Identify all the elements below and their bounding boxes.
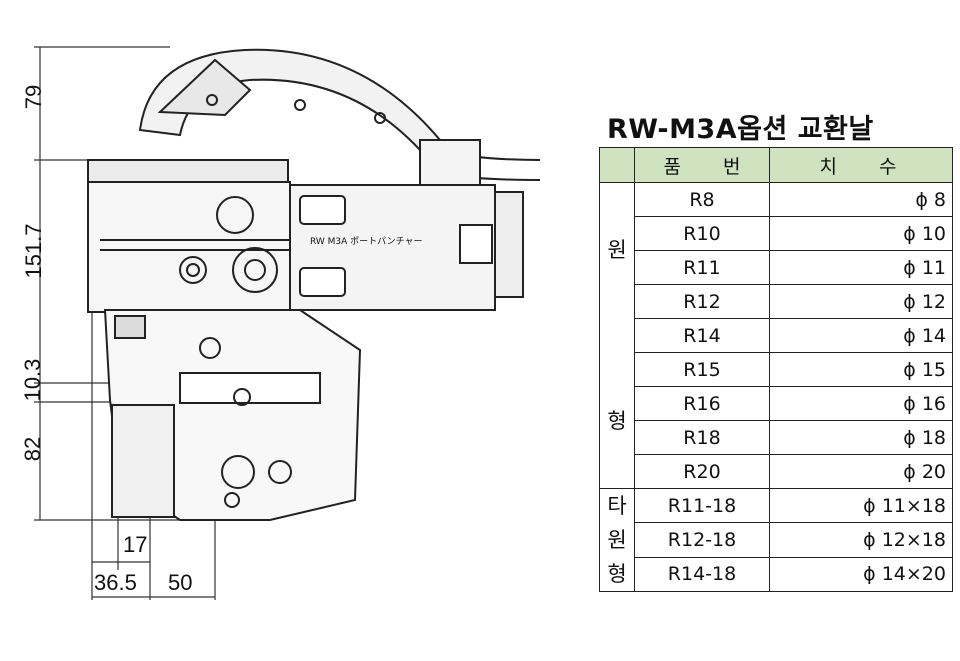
size-cell: ϕ 8: [769, 182, 953, 217]
table-title: RW-M3A옵션 교환날: [607, 114, 874, 145]
part-number-cell: R18: [634, 420, 770, 455]
size-cell: ϕ 11: [769, 250, 953, 285]
dim-36-5: 36.5: [94, 570, 137, 595]
dim-82: 82: [20, 436, 45, 462]
header-part-no: 품 번: [634, 147, 770, 183]
group-label-char: 타: [607, 494, 627, 518]
part-number-cell: R12-18: [634, 522, 770, 558]
table-header-row: 품 번 치 수: [599, 147, 953, 183]
header-size: 치 수: [769, 147, 953, 183]
part-number-cell: R11-18: [634, 487, 770, 524]
dim-79: 79: [21, 84, 46, 110]
part-number-cell: R10: [634, 216, 770, 251]
group-label-char: 형: [607, 408, 627, 433]
size-cell: ϕ 12: [769, 284, 953, 319]
tool-drawing: RW M3A ポートパンチャー 79 151.7 10.3 82 17 36.5…: [20, 46, 541, 600]
size-cell: ϕ 16: [769, 386, 953, 421]
size-cell: ϕ 12×18: [769, 522, 953, 558]
part-number-cell: R16: [634, 386, 770, 421]
dim-17: 17: [123, 532, 148, 557]
dim-10-3: 10.3: [20, 358, 45, 402]
part-number-cell: R8: [634, 182, 770, 217]
tool-outline: [34, 46, 541, 600]
dim-151-7: 151.7: [21, 223, 46, 279]
group-label-char: 원: [607, 237, 627, 262]
size-cell: ϕ 15: [769, 352, 953, 387]
part-number-cell: R14: [634, 318, 770, 353]
group-label-char: 형: [607, 562, 627, 586]
size-cell: ϕ 10: [769, 216, 953, 251]
part-number-cell: R11: [634, 250, 770, 285]
part-number-cell: R14-18: [634, 556, 770, 593]
group-label-char: 원: [607, 528, 627, 552]
part-number-cell: R15: [634, 352, 770, 387]
size-cell: ϕ 14×20: [769, 556, 953, 593]
part-number-cell: R20: [634, 454, 770, 489]
size-cell: ϕ 11×18: [769, 487, 953, 524]
dim-50: 50: [168, 570, 193, 595]
tool-label: RW M3A ポートパンチャー: [310, 237, 423, 247]
size-cell: ϕ 14: [769, 318, 953, 353]
header-blank: [599, 147, 635, 183]
part-number-cell: R12: [634, 284, 770, 319]
size-cell: ϕ 20: [769, 454, 953, 489]
size-cell: ϕ 18: [769, 420, 953, 455]
